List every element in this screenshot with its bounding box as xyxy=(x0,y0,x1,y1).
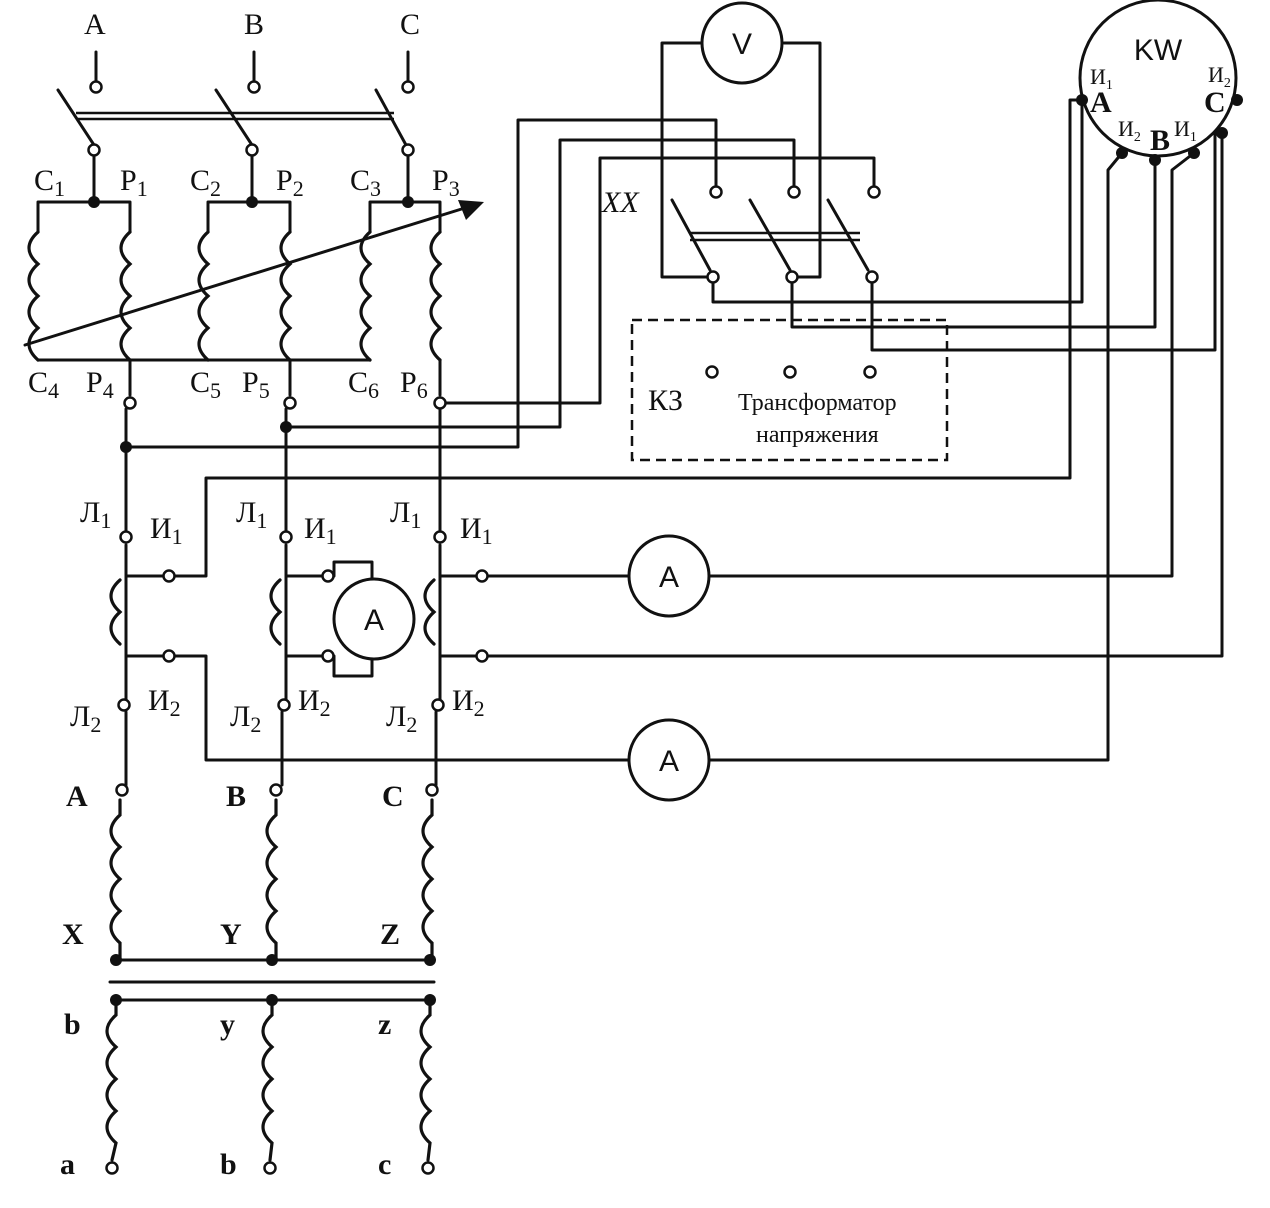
voltage-sense-wiring xyxy=(124,118,876,449)
supply-label-a: A xyxy=(84,8,106,41)
mode-switch[interactable]: XX xyxy=(601,185,881,284)
short-circuit-label: КЗ xyxy=(648,384,683,417)
ammeter-c-label: A xyxy=(659,561,679,594)
ct-b-label-i2: И2 xyxy=(298,684,331,721)
ct-a-label-i1: И1 xyxy=(150,512,183,549)
ct-a-label-i2: И2 xyxy=(148,684,181,721)
primary-label-a: A xyxy=(66,780,88,813)
reg-coil-p1 xyxy=(119,230,133,362)
secondary-terminal-a[interactable] xyxy=(105,1161,119,1175)
reg-label-c4: C4 xyxy=(28,366,59,403)
switch-to-wattmeter-wiring xyxy=(711,98,1217,352)
reg-label-c6: C6 xyxy=(348,366,379,403)
secondary-label-z: z xyxy=(378,1008,391,1041)
secondary-label-a: a xyxy=(60,1148,75,1181)
wattmeter-term-b: B xyxy=(1150,124,1170,157)
primary-coil-a xyxy=(109,798,123,962)
reg-label-p5: P5 xyxy=(242,366,270,403)
wattmeter: KW И1 A И2 B И1 C И2 xyxy=(1076,0,1243,166)
supply-terminal-c[interactable] xyxy=(401,80,415,94)
ct-b-secondary-coil xyxy=(269,578,283,646)
ct-b-label-l2: Л2 xyxy=(230,700,261,737)
ammeter-c: A xyxy=(627,534,711,618)
supply-terminal-a[interactable] xyxy=(89,80,103,94)
ct-c-label-i1: И1 xyxy=(460,512,493,549)
primary-label-y: Y xyxy=(220,918,242,951)
reg-label-p4: P4 xyxy=(86,366,114,403)
current-transformers: Л1 И1 Л1 И1 Л1 И1 Л2 И2 Л2 И2 Л2 И2 xyxy=(70,496,493,737)
phase-lines xyxy=(120,407,442,787)
wattmeter-term-i1-mid: И1 xyxy=(1174,116,1197,145)
wattmeter-term-a: A xyxy=(1090,86,1112,119)
wattmeter-term-i1-left: И1 xyxy=(1090,64,1113,93)
ct-c-label-l2: Л2 xyxy=(386,700,417,737)
ct-b-label-i1: И1 xyxy=(304,512,337,549)
primary-label-c: C xyxy=(382,780,404,813)
supply-label-c: C xyxy=(400,8,420,41)
secondary-coil-b xyxy=(261,998,275,1162)
induction-regulator: C1 P1 C2 P2 C3 P3 C4 P4 C5 P5 C6 P6 xyxy=(23,164,484,410)
reg-coil-c1 xyxy=(27,230,41,362)
reg-label-c1: C1 xyxy=(34,164,65,201)
main-switch[interactable] xyxy=(56,88,415,204)
voltmeter-label: V xyxy=(732,28,752,61)
transformer-primary: A B C X Y Z xyxy=(62,780,439,966)
wattmeter-label: KW xyxy=(1134,34,1183,67)
ct-a-label-l2: Л2 xyxy=(70,700,101,737)
reg-terminal-p4[interactable] xyxy=(123,396,137,410)
reg-label-c3: C3 xyxy=(350,164,381,201)
reg-label-p3: P3 xyxy=(432,164,460,201)
secondary-coil-c xyxy=(419,998,433,1162)
reg-terminal-p6[interactable] xyxy=(433,396,447,410)
secondary-label-b-top: b xyxy=(64,1008,81,1041)
reg-label-p6: P6 xyxy=(400,366,428,403)
wattmeter-term-i2-right: И2 xyxy=(1208,62,1231,91)
supply-label-b: B xyxy=(244,8,264,41)
regulator-arrow-icon xyxy=(458,200,484,220)
transformer-secondary: b y z a b c xyxy=(60,994,436,1181)
supply-terminal-b[interactable] xyxy=(247,80,261,94)
ct-a-label-l1: Л1 xyxy=(80,496,111,533)
primary-label-b: B xyxy=(226,780,246,813)
reg-label-c5: C5 xyxy=(190,366,221,403)
no-load-label: XX xyxy=(601,186,640,219)
secondary-label-c: c xyxy=(378,1148,391,1181)
reg-coil-p3 xyxy=(429,230,443,362)
ct-c-secondary-coil xyxy=(423,578,437,646)
primary-coil-c xyxy=(421,798,435,962)
primary-label-z: Z xyxy=(380,918,400,951)
ct-c-label-i2: И2 xyxy=(452,684,485,721)
ct-a-secondary-coil xyxy=(109,578,123,646)
vt-label-line1: Трансформатор xyxy=(738,390,897,416)
voltmeter: V xyxy=(660,1,822,279)
secondary-terminal-c[interactable] xyxy=(421,1161,435,1175)
reg-coil-c3 xyxy=(359,230,373,362)
reg-label-c2: C2 xyxy=(190,164,221,201)
ct-b-label-l1: Л1 xyxy=(236,496,267,533)
reg-label-p1: P1 xyxy=(120,164,148,201)
reg-terminal-p5[interactable] xyxy=(283,396,297,410)
vt-label-line2: напряжения xyxy=(756,422,879,448)
reg-coil-c2 xyxy=(197,230,211,362)
ammeter-b: A xyxy=(332,577,416,661)
reg-coil-p2 xyxy=(279,230,293,362)
secondary-label-b: b xyxy=(220,1148,237,1181)
ammeter-b-label: A xyxy=(364,604,384,637)
wattmeter-term-i2-mid: И2 xyxy=(1118,116,1141,145)
secondary-label-y: y xyxy=(220,1008,235,1041)
ammeter-a-label: A xyxy=(659,745,679,778)
ammeter-a: A xyxy=(627,718,711,802)
short-circuit-box: КЗ Трансформатор напряжения xyxy=(630,318,949,462)
reg-label-p2: P2 xyxy=(276,164,304,201)
current-circuit-wiring xyxy=(173,98,1224,762)
wattmeter-term-c: C xyxy=(1204,86,1226,119)
secondary-coil-a xyxy=(105,998,119,1162)
primary-coil-b xyxy=(265,798,279,962)
voltmeter-circle xyxy=(700,1,784,85)
primary-label-x: X xyxy=(62,918,84,951)
supply-terminals: A B C xyxy=(84,8,420,94)
ct-c-label-l1: Л1 xyxy=(390,496,421,533)
secondary-terminal-b[interactable] xyxy=(263,1161,277,1175)
